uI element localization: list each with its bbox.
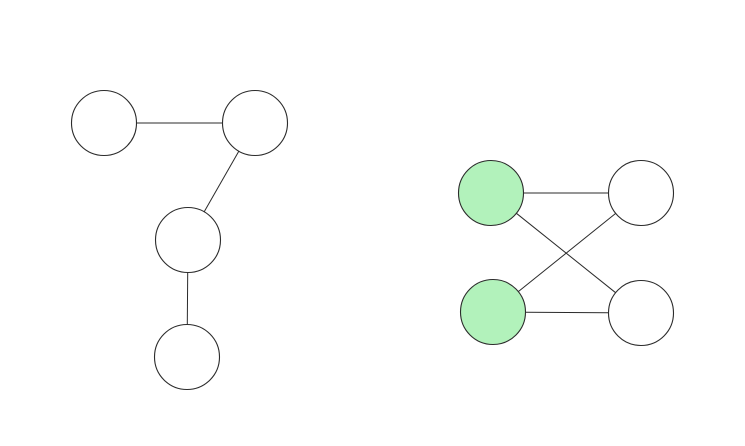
node-t2	[221, 89, 289, 157]
edge-b3-b4	[525, 311, 609, 314]
highlighted-node-b3	[459, 278, 527, 346]
edges-layer	[136, 122, 617, 325]
nodes-layer	[70, 89, 675, 391]
node-t4	[153, 323, 221, 391]
node-b2	[607, 159, 675, 227]
edge-t2-t3	[203, 150, 240, 213]
node-t3	[154, 206, 222, 274]
node-b4	[607, 279, 675, 347]
edge-b3-b2	[517, 213, 617, 292]
highlighted-node-b1	[457, 159, 525, 227]
node-t1	[70, 89, 138, 157]
